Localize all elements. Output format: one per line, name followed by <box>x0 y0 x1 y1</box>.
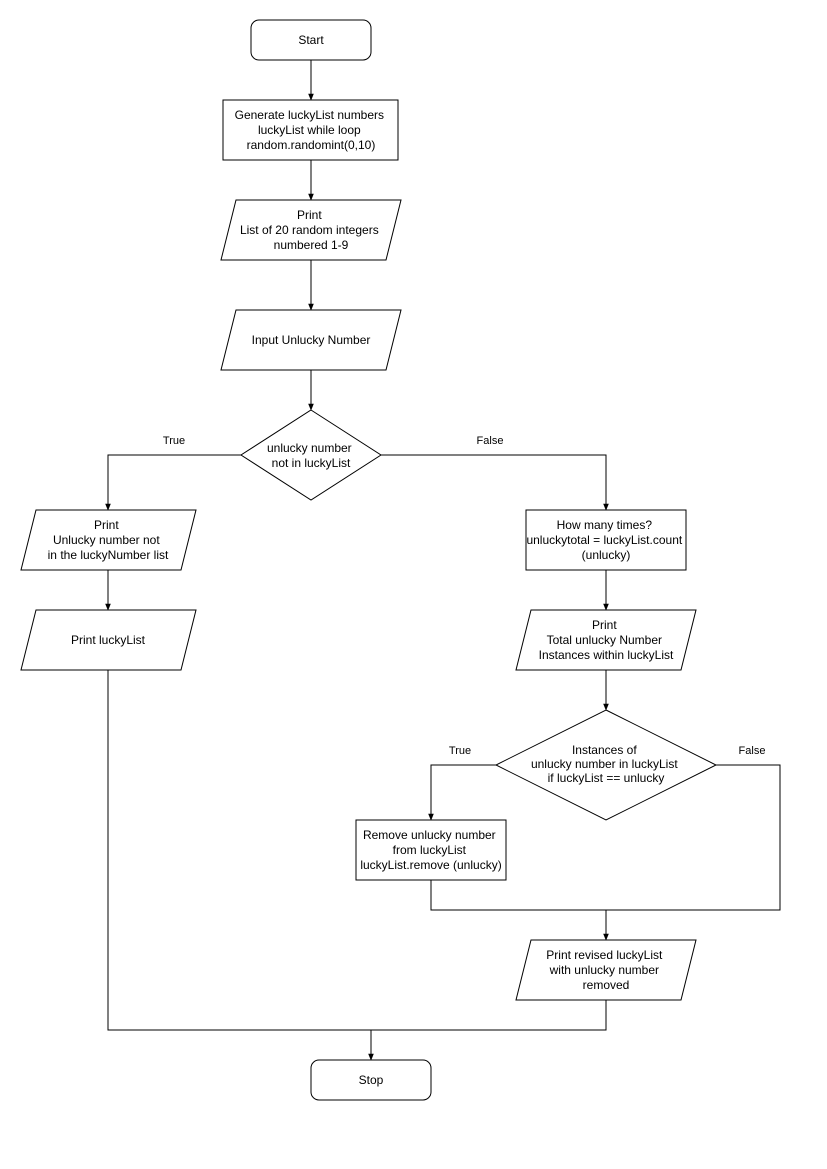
edge-label-d1-false: False <box>477 435 504 447</box>
node-stop: Stop <box>310 1059 432 1101</box>
node-text-line: unlucky number <box>267 441 352 455</box>
node-count: How many times? unluckytotal = luckyList… <box>525 509 687 571</box>
io-shape <box>220 309 402 371</box>
io-shape <box>515 609 697 671</box>
node-text-line: from luckyList <box>393 843 467 857</box>
node-text-line: (unlucky) <box>582 548 631 562</box>
svg-text:Start: Start <box>298 33 324 47</box>
node-decision-instances: Instances of unlucky number in luckyList… <box>494 709 718 821</box>
node-generate: Generate luckyList numbers luckyList whi… <box>222 99 399 161</box>
io-shape <box>515 939 697 1001</box>
node-text-line: Instances within luckyList <box>539 648 674 662</box>
node-decision-not-in: unlucky number not in luckyList <box>240 409 382 501</box>
node-print-list: Print List of 20 random integers numbere… <box>220 199 402 261</box>
svg-text:unlucky number not in lu: unlucky number not in luckyList <box>267 441 355 470</box>
edge-label-d2-true: True <box>449 745 471 757</box>
node-text-line: Stop <box>359 1073 384 1087</box>
node-text-line: Print <box>297 208 322 222</box>
decision-shape <box>240 409 382 501</box>
node-text-line: Print <box>592 618 617 632</box>
node-text-line: Print revised luckyList <box>546 948 663 962</box>
node-print-total: Print Total unlucky Number Instances wit… <box>515 609 697 671</box>
io-shape <box>20 509 197 571</box>
svg-text:Print luckyList: Print luckyList <box>71 633 146 647</box>
node-text-line: luckyList.remove (unlucky) <box>360 858 501 872</box>
svg-text:Input Unlucky Number: Input Unlucky Number <box>252 333 371 347</box>
node-text-line: luckyList while loop <box>258 123 361 137</box>
io-shape <box>220 199 402 261</box>
decision-shape <box>494 709 718 821</box>
svg-text:Print Total unlucky Numb: Print Total unlucky Number Instances wit… <box>539 618 674 662</box>
node-print-lucky-list: Print luckyList <box>20 609 197 671</box>
node-text-line: in the luckyNumber list <box>48 548 169 562</box>
edge-print-revised-to-stop <box>371 1000 607 1031</box>
process-shape <box>222 99 399 161</box>
node-print-not-in: Print Unlucky number not in the luckyNum… <box>20 509 197 571</box>
edge-print-lucky-list-to-stop <box>107 670 374 1061</box>
node-text-line: How many times? <box>557 518 653 532</box>
edge-decision-true <box>105 454 241 511</box>
svg-text:Print List of 20 random: Print List of 20 random integers numbere… <box>240 208 382 252</box>
node-text-line: Input Unlucky Number <box>252 333 371 347</box>
node-text-line: removed <box>583 978 630 992</box>
node-input-unlucky: Input Unlucky Number <box>220 309 402 371</box>
node-text-line: Total unlucky Number <box>547 633 662 647</box>
node-print-revised: Print revised luckyList with unlucky num… <box>515 939 697 1001</box>
node-text-line: List of 20 random integers <box>240 223 379 237</box>
edge-decision2-true <box>428 764 496 821</box>
node-text-line: Unlucky number not <box>53 533 160 547</box>
edge-decision-false <box>381 454 609 511</box>
node-text-line: random.randomint(0,10) <box>247 138 376 152</box>
node-text-line: Remove unlucky number <box>363 828 496 842</box>
process-shape <box>525 509 687 571</box>
edge-decision2-false <box>606 764 781 911</box>
edge-label-d2-false: False <box>739 745 766 757</box>
svg-text:Remove unlucky number fr: Remove unlucky number from luckyList luc… <box>360 828 501 872</box>
edge-label-d1-true: True <box>163 435 185 447</box>
node-text-line: not in luckyList <box>272 456 351 470</box>
edge-remove-merge <box>430 880 609 941</box>
svg-text:Print Unlucky number not: Print Unlucky number not in the luckyNum… <box>48 518 169 562</box>
node-start: Start <box>250 19 372 61</box>
process-shape <box>355 819 507 881</box>
svg-text:Stop: Stop <box>359 1073 384 1087</box>
node-text-line: numbered 1-9 <box>274 238 349 252</box>
svg-text:Print revised luckyList: Print revised luckyList with unlucky num… <box>546 948 665 992</box>
svg-text:Instances of unlucky num: Instances of unlucky number in luckyList… <box>531 743 681 785</box>
io-shape <box>20 609 197 671</box>
node-text-line: Instances of <box>572 743 637 757</box>
connectors <box>105 60 781 1061</box>
node-text-line: unluckytotal = luckyList.count <box>526 533 682 547</box>
terminator-shape <box>310 1059 432 1101</box>
node-remove: Remove unlucky number from luckyList luc… <box>355 819 507 881</box>
node-text-line: Print <box>94 518 119 532</box>
svg-text:How many times? unluckyt: How many times? unluckytotal = luckyList… <box>526 518 685 562</box>
node-text-line: Generate luckyList numbers <box>235 108 384 122</box>
node-text-line: Print luckyList <box>71 633 146 647</box>
node-text-line: unlucky number in luckyList <box>531 757 678 771</box>
node-text-line: Start <box>298 33 324 47</box>
terminator-shape <box>250 19 372 61</box>
svg-text:Generate luckyList numbers: Generate luckyList numbers luckyList whi… <box>235 108 388 152</box>
node-text-line: if luckyList == unlucky <box>548 771 665 785</box>
node-text-line: with unlucky number <box>549 963 659 977</box>
